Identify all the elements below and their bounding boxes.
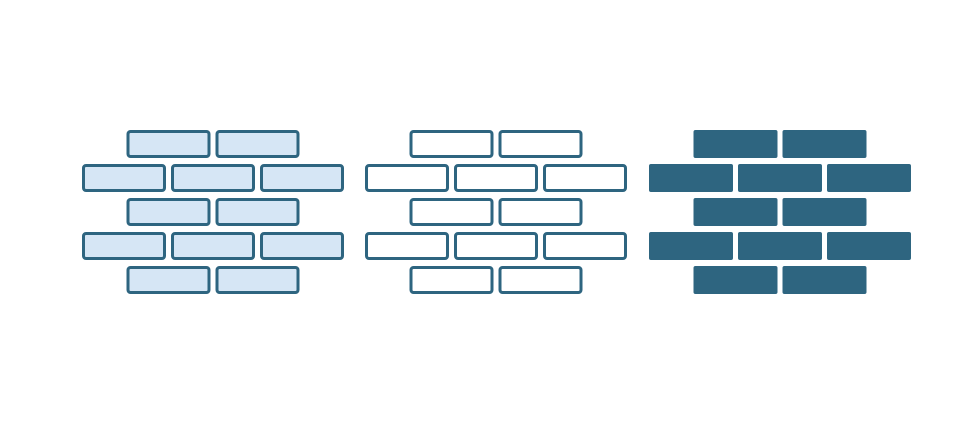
brick-r0-b0: [693, 130, 778, 158]
brick-r2-b1: [498, 198, 583, 226]
brick-r3-b1: [738, 232, 822, 260]
brick-r0-b0: [126, 130, 211, 158]
brick-r1-b0: [649, 164, 733, 192]
brick-r0-b0: [409, 130, 494, 158]
brick-r4-b0: [126, 266, 211, 294]
brick-r0-b1: [498, 130, 583, 158]
brick-r2-b0: [126, 198, 211, 226]
brick-wall-icon-outline: [363, 128, 629, 298]
brick-r2-b0: [693, 198, 778, 226]
brick-wall-solid-svg: [649, 130, 911, 294]
brick-r1-b0: [365, 164, 449, 192]
brick-r1-b2: [543, 164, 627, 192]
brick-wall-outline-svg: [365, 130, 627, 294]
brick-r1-b0: [82, 164, 166, 192]
brick-r4-b1: [782, 266, 867, 294]
brick-r2-b1: [215, 198, 300, 226]
brick-r3-b0: [365, 232, 449, 260]
brick-r1-b1: [738, 164, 822, 192]
brick-r3-b0: [82, 232, 166, 260]
brick-r4-b0: [693, 266, 778, 294]
brick-r4-b1: [215, 266, 300, 294]
brick-wall-icon-solid: [647, 128, 913, 298]
brick-r3-b1: [454, 232, 538, 260]
brick-r1-b2: [827, 164, 911, 192]
brick-r0-b1: [215, 130, 300, 158]
brick-r4-b0: [409, 266, 494, 294]
brick-r3-b2: [827, 232, 911, 260]
brick-wall-light-svg: [82, 130, 344, 294]
brick-r3-b1: [171, 232, 255, 260]
brick-r3-b2: [543, 232, 627, 260]
brick-wall-icon-light-fill: [80, 128, 346, 298]
brick-r4-b1: [498, 266, 583, 294]
brick-r1-b2: [260, 164, 344, 192]
brick-r2-b1: [782, 198, 867, 226]
brick-r1-b1: [454, 164, 538, 192]
brick-r0-b1: [782, 130, 867, 158]
brick-r3-b2: [260, 232, 344, 260]
brick-r1-b1: [171, 164, 255, 192]
brick-r2-b0: [409, 198, 494, 226]
brick-r3-b0: [649, 232, 733, 260]
